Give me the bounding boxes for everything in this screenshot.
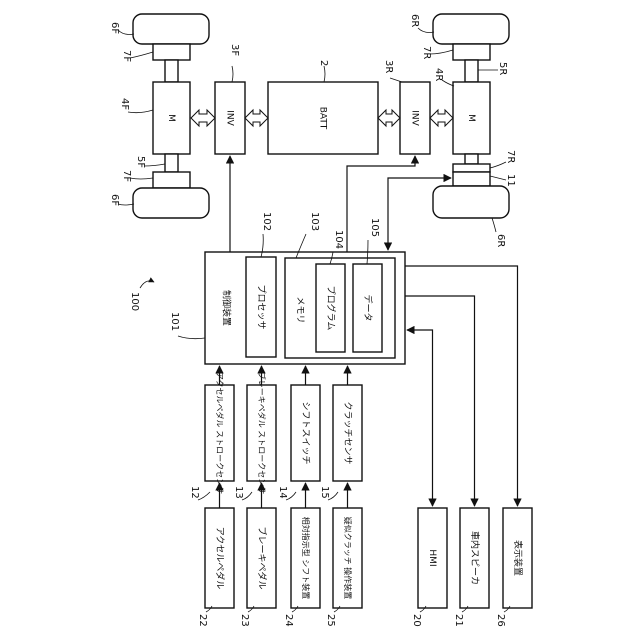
ref-7r-top: 7R <box>421 46 432 59</box>
front-hub-bottom <box>153 172 190 188</box>
front-axle-bottom <box>165 154 178 172</box>
lead-11 <box>490 176 506 180</box>
ref-25: 25 <box>325 614 336 627</box>
ref-11: 11 <box>505 174 516 187</box>
ref-12: 12 <box>189 486 200 499</box>
accel-stroke-sensor-label: アクセルペダル ストロークセンサ <box>215 372 225 494</box>
bus-arrow-inv-batt-front <box>245 110 268 126</box>
ref-100: 100 <box>129 292 140 311</box>
ref-105: 105 <box>369 218 380 237</box>
shift-device-label: 相対指示型 シフト装置 <box>301 517 311 600</box>
ref-7r-bottom: 7R <box>505 150 516 163</box>
lead-6r-bottom <box>492 218 496 232</box>
front-wheel-bottom <box>133 188 209 218</box>
wire-speaker <box>405 296 475 506</box>
ref-102: 102 <box>261 212 272 231</box>
lead-3r <box>390 78 402 82</box>
lead-4r <box>442 80 454 86</box>
pseudo-clutch-label: 疑似クラッチ 操作装置 <box>343 517 353 600</box>
ref-14: 14 <box>277 486 288 499</box>
ref-26: 26 <box>495 614 506 627</box>
battery-label: BATT <box>318 107 328 130</box>
hmi-label: HMI <box>427 549 437 566</box>
ref-7f-bottom: 7F <box>121 170 132 182</box>
lead-100 <box>140 281 154 288</box>
ref-2: 2 <box>318 60 329 66</box>
ref-21: 21 <box>453 614 464 627</box>
accel-pedal-label: アクセルペダル <box>214 527 226 590</box>
ref-6f-top: 6F <box>109 22 120 34</box>
rear-axle-top <box>465 60 478 82</box>
speaker-label: 車内スピーカ <box>469 531 481 585</box>
ref-3f: 3F <box>229 44 240 56</box>
ref-4f: 4F <box>119 98 130 110</box>
ref-3r: 3R <box>383 60 394 73</box>
lead-101 <box>178 336 205 339</box>
ref-15: 15 <box>319 486 330 499</box>
ref-20: 20 <box>411 614 422 627</box>
brake-pedal-label: ブレーキペダル <box>256 526 268 589</box>
lead-5f <box>144 164 165 166</box>
rear-motor-label: M <box>466 114 476 122</box>
wire-display <box>405 266 518 506</box>
lead-6r-top <box>418 28 434 33</box>
lead-7f-bottom <box>130 178 153 179</box>
ref-5r: 5R <box>497 62 508 75</box>
brake-stroke-sensor-label: ブレーキペダル ストロークセンサ <box>257 372 267 495</box>
lead-4f <box>128 110 153 113</box>
front-inverter-label: INV <box>225 110 235 126</box>
shift-switch-label: シフトスイッチ <box>300 401 311 464</box>
lead-2 <box>324 66 325 82</box>
ref-4r: 4R <box>433 68 444 81</box>
display-label: 表示装置 <box>512 540 524 576</box>
ref-24: 24 <box>283 614 294 627</box>
control-unit-label: 制御装置 <box>221 290 233 326</box>
memory-label: メモリ <box>295 296 305 323</box>
rear-inverter-label: INV <box>410 110 420 126</box>
ref-101: 101 <box>169 312 180 331</box>
rear-wheel-bottom <box>433 186 509 218</box>
lead-7f-top <box>130 52 153 58</box>
ref-6r-bottom: 6R <box>495 234 506 247</box>
clutch-sensor-label: クラッチセンサ <box>342 401 353 464</box>
data-label: データ <box>362 294 374 321</box>
bus-arrow-batt-inv-rear <box>378 110 400 126</box>
lead-7r-top <box>430 50 453 54</box>
wire-ctrl-rear-inv <box>347 156 415 252</box>
front-motor-label: M <box>166 114 176 122</box>
bus-arrow-inv-motor-rear <box>430 110 453 126</box>
rear-wheel-top <box>433 14 509 44</box>
front-axle-top <box>165 60 178 82</box>
rear-hub-top <box>453 44 490 60</box>
wire-hmi <box>407 330 433 506</box>
processor-label: プロセッサ <box>256 284 267 329</box>
ref-104: 104 <box>333 230 344 249</box>
ref-6r-top: 6R <box>409 14 420 27</box>
lead-7r-bottom <box>490 162 506 168</box>
rear-axle-bottom <box>465 154 478 164</box>
rear-speed-sensor <box>453 164 490 172</box>
ref-5f: 5F <box>135 156 146 168</box>
rear-hub-bottom <box>453 172 490 186</box>
ref-7f-top: 7F <box>121 50 132 62</box>
bus-arrow-motor-inv-front <box>191 110 215 126</box>
program-label: プログラム <box>325 286 337 331</box>
ref-103: 103 <box>309 212 320 231</box>
front-hub-top <box>153 44 190 60</box>
front-wheel-top <box>133 14 209 44</box>
ref-13: 13 <box>233 486 244 499</box>
ref-22: 22 <box>197 614 208 627</box>
ref-23: 23 <box>239 614 250 627</box>
lead-3f <box>232 66 233 82</box>
